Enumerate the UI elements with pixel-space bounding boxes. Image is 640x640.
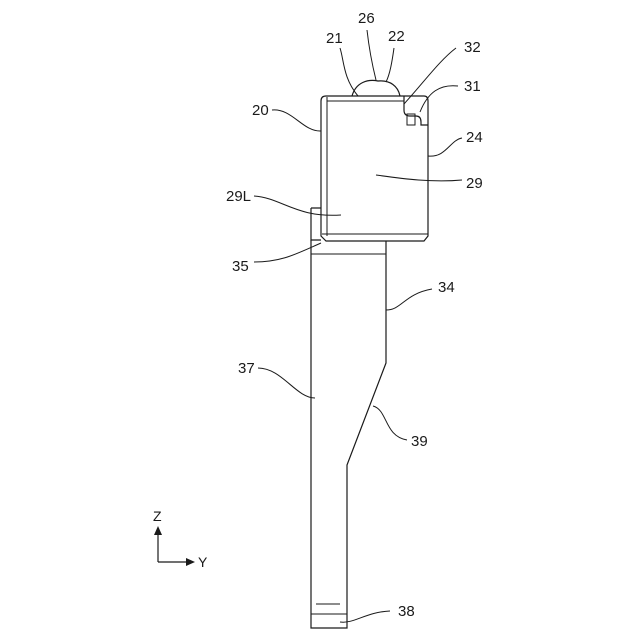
axis-indicator: Z Y: [153, 508, 208, 570]
leader-22: [386, 48, 394, 82]
label-29L: 29L: [226, 188, 251, 205]
leader-26: [367, 30, 376, 80]
label-31: 31: [464, 78, 481, 95]
top-cap: [352, 80, 400, 96]
label-22: 22: [388, 28, 405, 45]
label-21: 21: [326, 30, 343, 47]
leader-24: [428, 138, 462, 156]
leader-39: [373, 406, 407, 440]
side-block: [311, 208, 321, 240]
label-26: 26: [358, 10, 375, 27]
label-29: 29: [466, 175, 483, 192]
label-37: 37: [238, 360, 255, 377]
label-20: 20: [252, 102, 269, 119]
leader-31: [420, 86, 458, 112]
axis-y-label: Y: [198, 554, 208, 570]
lead-plate: [311, 240, 386, 628]
leader-37: [258, 368, 315, 398]
axis-z-label: Z: [153, 508, 162, 524]
y-arrow-icon: [186, 558, 195, 566]
label-35: 35: [232, 258, 249, 275]
leader-20: [272, 110, 321, 131]
label-24: 24: [466, 129, 483, 146]
label-34: 34: [438, 279, 455, 296]
label-38: 38: [398, 603, 415, 620]
main-body-outline: [321, 96, 428, 241]
leader-34: [386, 289, 432, 310]
leader-29: [376, 175, 462, 181]
label-32: 32: [464, 39, 481, 56]
leader-29L: [254, 196, 341, 215]
label-39: 39: [411, 433, 428, 450]
z-arrow-icon: [154, 526, 162, 535]
